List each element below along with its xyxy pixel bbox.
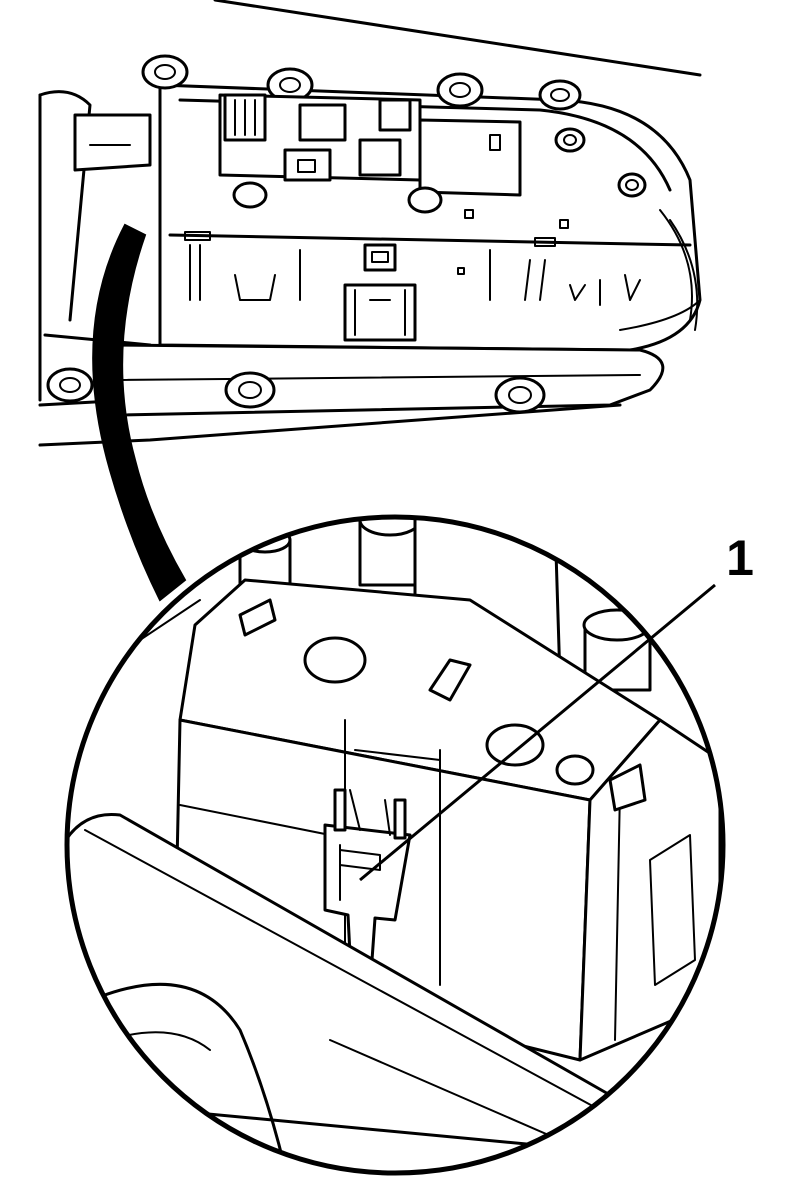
latch-top-view [343, 243, 417, 342]
relay-block [218, 93, 422, 182]
detail-leader [92, 223, 187, 602]
standoff-1 [232, 181, 268, 209]
detail-circle [64, 514, 726, 1176]
mounting-boss-bottom-1 [46, 367, 94, 403]
detail-magnification [64, 514, 726, 1176]
callout-1-leader [359, 583, 716, 882]
mounting-boss-top-3 [436, 72, 484, 108]
callout-1: 1 [359, 530, 754, 882]
mounting-boss-bottom-3 [494, 376, 546, 414]
standoff-2 [407, 186, 443, 214]
mounting-boss-bottom-2 [224, 371, 276, 409]
retaining-latch [323, 788, 412, 962]
screw-hole-1 [554, 127, 586, 153]
screw-hole-2 [617, 172, 647, 198]
module-assembly-overview [38, 0, 702, 447]
cover-block [418, 118, 522, 197]
mounting-boss-top-4 [538, 79, 582, 111]
mounting-boss-top-1 [141, 54, 189, 90]
callout-1-label: 1 [726, 530, 754, 586]
slot-top [428, 658, 472, 702]
